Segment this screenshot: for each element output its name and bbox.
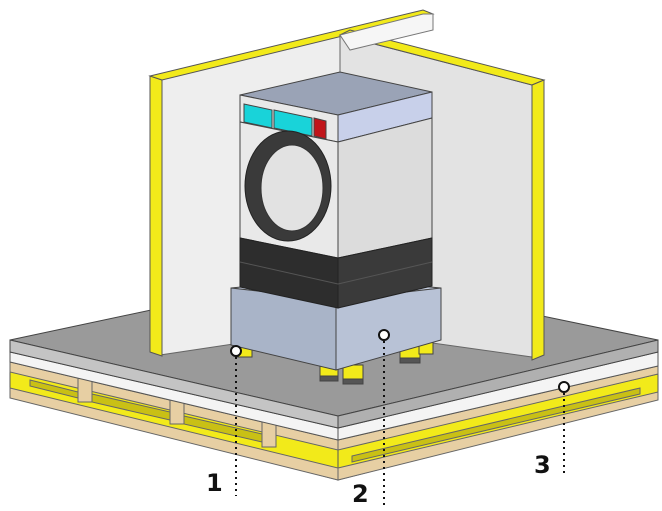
floating-floor-substructure (9, 361, 659, 481)
callout-1-marker (230, 345, 242, 496)
floor-edge-right (337, 339, 659, 429)
machine-side (337, 117, 433, 259)
display-panel-right (273, 109, 313, 137)
callout-1-dot (230, 345, 242, 357)
callout-2-label: 2 (352, 480, 369, 508)
callout-2-dot (378, 329, 390, 341)
callout-3-marker (558, 381, 570, 476)
left-wall-edge (149, 75, 163, 357)
washing-machine (239, 71, 433, 309)
callout-1-label: 1 (206, 469, 223, 497)
callout-3-dot (558, 381, 570, 393)
wood-battens-right (337, 365, 659, 481)
machine-base-plinth (230, 277, 442, 385)
callout-3-label: 3 (534, 451, 551, 479)
left-wall-back (339, 13, 434, 51)
display-panel-left (243, 103, 273, 129)
door-glass (260, 144, 324, 232)
callout-2-marker (378, 329, 390, 508)
stop-button-panel (313, 117, 327, 140)
right-wall-edge (531, 79, 545, 361)
